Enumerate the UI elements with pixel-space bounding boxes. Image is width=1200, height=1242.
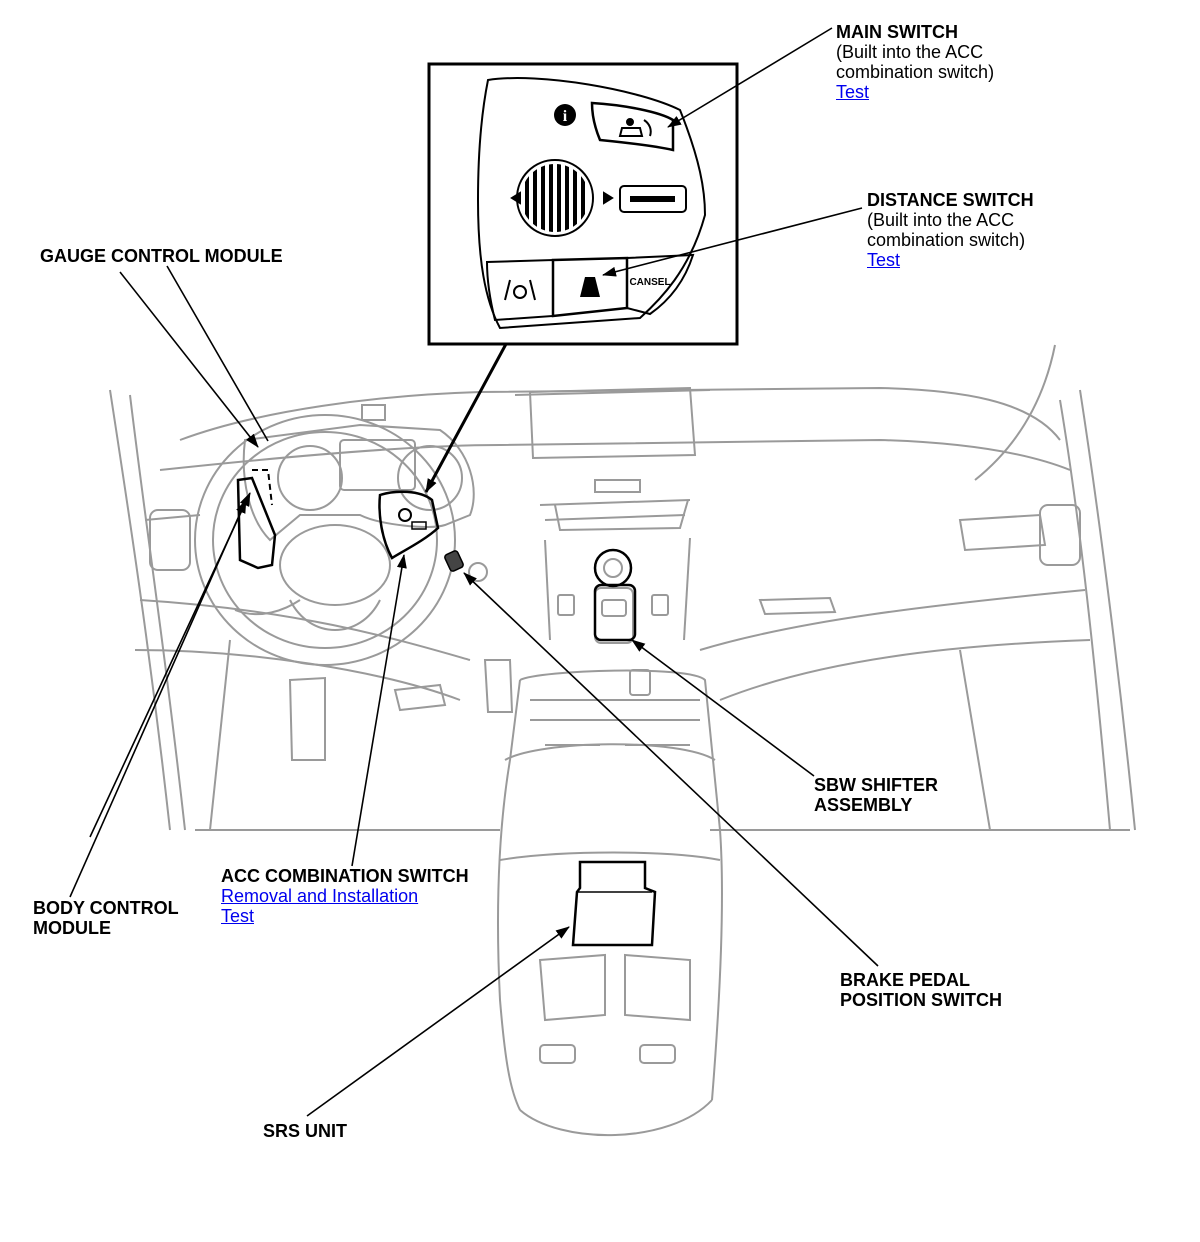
leader-distance-switch: [602, 207, 863, 277]
distance-switch-test-link[interactable]: Test: [867, 250, 901, 270]
sbw-shifter-line2: ASSEMBLY: [814, 795, 913, 815]
inset-switch: [476, 77, 707, 330]
car-interior: [109, 344, 1136, 1137]
srs-unit-label: SRS UNIT: [263, 1121, 347, 1141]
main-switch-note-1: (Built into the ACC: [836, 42, 984, 62]
leader-sbw-shifter: [631, 639, 815, 777]
distance-switch-title: DISTANCE SWITCH: [867, 190, 1034, 210]
cancel-text: CANSEL: [629, 277, 670, 288]
lane-icon: [504, 279, 536, 301]
sbw-shifter-label: SBW SHIFTER ASSEMBLY: [814, 775, 938, 815]
srs-unit-title: SRS UNIT: [263, 1121, 348, 1141]
leader-gauge-1: [119, 271, 259, 448]
leader-acc-switch: [351, 554, 407, 867]
info-glyph: i: [563, 108, 568, 125]
srs-unit-shape: [571, 860, 657, 947]
distance-switch-label: DISTANCE SWITCH (Built into the ACC comb…: [867, 190, 1034, 270]
main-switch-car-icon: [618, 118, 652, 137]
leader-body-control-2: [89, 492, 251, 838]
acc-combination-switch-label: ACC COMBINATION SWITCH Removal and Insta…: [221, 866, 469, 926]
brake-pedal-label: BRAKE PEDAL POSITION SWITCH: [840, 970, 1002, 1010]
main-switch-title: MAIN SWITCH: [836, 22, 958, 42]
body-control-module-line2: MODULE: [33, 918, 111, 938]
main-switch-note-2: combination switch): [836, 62, 995, 82]
main-switch-test-link[interactable]: Test: [836, 82, 870, 102]
main-switch-label: MAIN SWITCH (Built into the ACC combinat…: [836, 22, 994, 102]
brake-switch-shape: [444, 550, 464, 572]
leader-main-switch: [667, 27, 833, 128]
body-control-module-label: BODY CONTROL MODULE: [33, 898, 179, 938]
gauge-control-module-title: GAUGE CONTROL MODULE: [40, 246, 283, 266]
info-icon: [554, 104, 576, 126]
body-control-module-shape: [236, 476, 277, 570]
leader-lines: [69, 27, 879, 1117]
sbw-shifter-line1: SBW SHIFTER: [814, 775, 938, 795]
leader-gauge-2: [166, 265, 269, 442]
gauge-dashed-outline: [252, 469, 273, 506]
leader-srs-unit: [306, 926, 570, 1117]
brake-pedal-line2: POSITION SWITCH: [840, 990, 1002, 1010]
brake-pedal-line1: BRAKE PEDAL: [840, 970, 971, 990]
distance-switch-note-1: (Built into the ACC: [867, 210, 1015, 230]
acc-test-link[interactable]: Test: [221, 906, 255, 926]
gauge-control-module-label: GAUGE CONTROL MODULE: [40, 246, 283, 266]
acc-switch-shape: [378, 490, 440, 560]
acc-combination-switch-title: ACC COMBINATION SWITCH: [221, 866, 469, 886]
distance-switch-note-2: combination switch): [867, 230, 1026, 250]
distance-icon: [580, 277, 600, 297]
acc-removal-installation-link[interactable]: Removal and Installation: [221, 886, 419, 906]
body-control-module-line1: BODY CONTROL: [33, 898, 179, 918]
leader-brake-pedal: [463, 572, 879, 967]
